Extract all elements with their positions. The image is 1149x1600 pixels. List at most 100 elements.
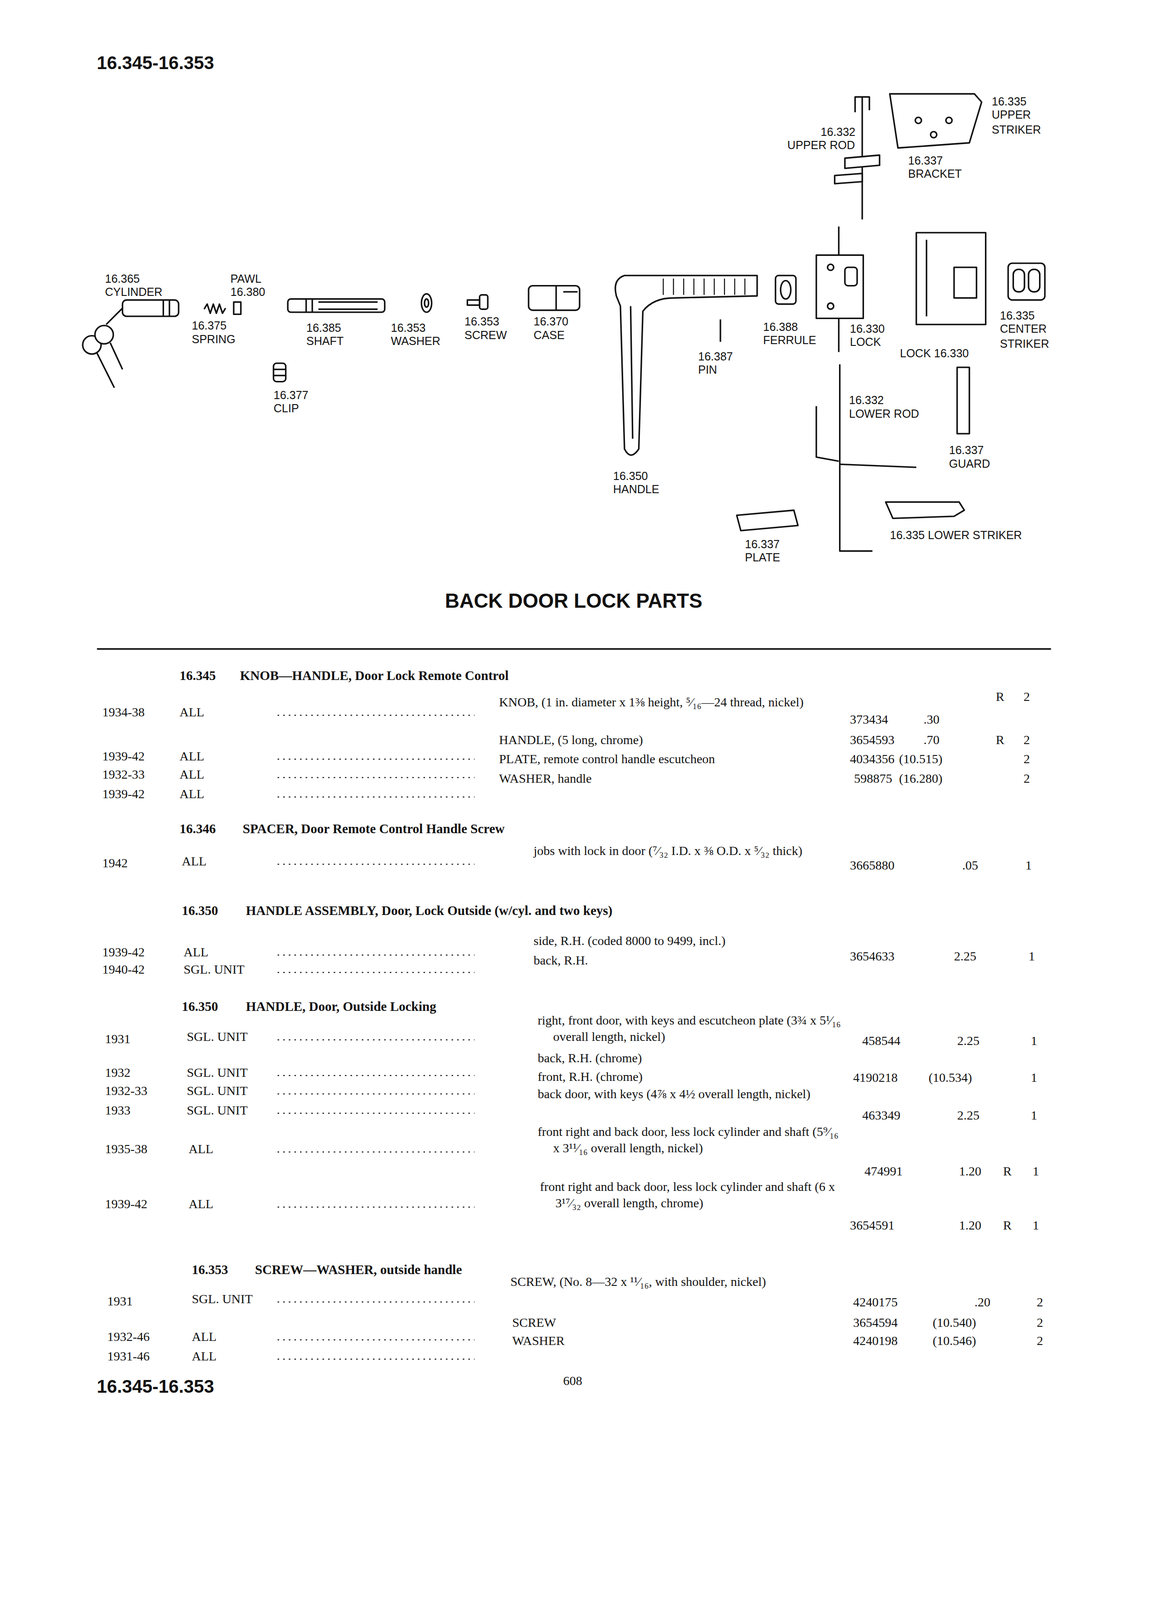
- table-description: front, R.H. (chrome): [537, 1068, 845, 1085]
- table-cell: R: [1003, 1217, 1012, 1234]
- section-heading: SCREW—WASHER, outside handle: [254, 1261, 462, 1279]
- table-cell: .05: [962, 857, 979, 874]
- table-cell: SGL. UNIT: [186, 1064, 248, 1081]
- callout-label: CLIP: [273, 400, 300, 416]
- table-cell: 4190218: [853, 1069, 898, 1086]
- table-cell: R: [1003, 1163, 1012, 1180]
- table-cell: SGL. UNIT: [186, 1102, 248, 1119]
- table-description: back, R.H. (chrome): [537, 1049, 845, 1067]
- table-description: SCREW: [512, 1314, 839, 1331]
- table-cell: SGL. UNIT: [191, 1290, 253, 1308]
- page-number: 608: [563, 1372, 583, 1389]
- callout-label: 16.387: [698, 349, 733, 365]
- table-cell: R: [995, 688, 1005, 705]
- callout-label: UPPER ROD: [732, 137, 855, 153]
- table-cell: 1932-46: [107, 1328, 150, 1345]
- table-cell: 2: [1036, 1293, 1044, 1311]
- table-cell: .20: [974, 1293, 991, 1311]
- table-cell: 2: [1023, 770, 1030, 787]
- callout-label: 16.337: [949, 442, 984, 458]
- section-heading: HANDLE ASSEMBLY, Door, Lock Outside (w/c…: [245, 902, 613, 920]
- table-description: front right and back door, less lock cyl…: [537, 1123, 845, 1157]
- table-cell: (10.546): [932, 1332, 977, 1349]
- table-cell: 2: [1023, 750, 1030, 768]
- callout-label: 16.335: [999, 308, 1035, 324]
- table-cell: 1: [1032, 1217, 1040, 1234]
- table-cell: 1932-33: [102, 766, 145, 783]
- callout-label: 16.375: [191, 318, 227, 334]
- table-cell: 2.25: [957, 1032, 980, 1050]
- table-description: front right and back door, less lock cyl…: [539, 1178, 845, 1212]
- callout-label: 16.332: [773, 124, 856, 140]
- callout-label: 16.377: [273, 387, 309, 403]
- table-cell: 1939-42: [102, 785, 145, 803]
- callout-label: 16.353: [464, 314, 500, 330]
- section-heading: KNOB—HANDLE, Door Lock Remote Control: [239, 667, 509, 685]
- callout-label: 16.385: [306, 320, 341, 336]
- table-cell: ALL: [179, 766, 205, 783]
- table-cell: 1931: [104, 1030, 131, 1048]
- callout-label: SPRING: [191, 331, 236, 347]
- callout-label: 16.332: [849, 392, 884, 408]
- table-cell: ALL: [191, 1328, 217, 1345]
- table-description: WASHER, handle: [499, 770, 845, 787]
- table-cell: .70: [923, 731, 940, 749]
- page-title: BACK DOOR LOCK PARTS: [444, 587, 703, 614]
- table-cell: ALL: [188, 1195, 214, 1213]
- callout-label: FERRULE: [763, 332, 817, 348]
- table-cell: ALL: [191, 1348, 217, 1365]
- table-cell: (10.540): [932, 1314, 977, 1331]
- table-cell: 1: [1025, 857, 1032, 874]
- table-cell: ALL: [181, 853, 207, 870]
- callout-label: BRACKET: [908, 166, 962, 182]
- section-heading: 16.353: [191, 1261, 229, 1279]
- table-cell: 2.25: [957, 1107, 980, 1124]
- table-cell: 4240198: [853, 1332, 898, 1349]
- callout-label: UPPER STRIKER: [991, 107, 1055, 137]
- table-cell: 1934-38: [102, 704, 145, 721]
- table-cell: 1: [1030, 1032, 1038, 1050]
- table-cell: (16.280): [899, 770, 943, 787]
- page-header: 16.345-16.353: [96, 50, 215, 75]
- table-cell: 1935-38: [104, 1140, 148, 1158]
- table-description: back door, with keys (4⅞ x 4½ overall le…: [537, 1085, 845, 1103]
- table-cell: 4240175: [853, 1293, 898, 1311]
- table-description: WASHER: [512, 1332, 839, 1349]
- table-cell: R: [995, 731, 1005, 749]
- table-cell: (10.515): [899, 750, 943, 768]
- section-heading: SPACER, Door Remote Control Handle Screw: [242, 820, 505, 838]
- callout-label: LOCK: [849, 334, 881, 350]
- callout-label: 16.337: [908, 153, 943, 169]
- table-description: PLATE, remote control handle escutcheon: [499, 750, 845, 768]
- table-description: right, front door, with keys and escutch…: [537, 1012, 845, 1046]
- callout-label: CASE: [533, 327, 565, 343]
- page-header: 16.345-16.353: [96, 1374, 215, 1399]
- table-cell: 1939-42: [102, 748, 145, 765]
- table-cell: 373434: [849, 711, 889, 728]
- table-cell: 1932-33: [104, 1082, 148, 1100]
- table-cell: 1931: [107, 1293, 133, 1310]
- table-cell: ALL: [183, 944, 209, 961]
- callout-label: SCREW: [464, 327, 507, 343]
- table-description: side, R.H. (coded 8000 to 9499, incl.): [533, 932, 842, 950]
- table-cell: 474991: [864, 1163, 903, 1180]
- table-cell: 598875: [854, 770, 893, 787]
- table-cell: 3654593: [849, 731, 895, 749]
- table-cell: 1: [1030, 1069, 1038, 1086]
- table-cell: SGL. UNIT: [186, 1082, 248, 1100]
- table-cell: 2: [1023, 731, 1030, 749]
- callout-label: 16.365: [104, 271, 140, 287]
- callout-label: HANDLE: [613, 481, 660, 497]
- table-cell: 3654633: [849, 948, 895, 965]
- table-cell: 1933: [104, 1102, 131, 1119]
- table-cell: 1: [1032, 1163, 1040, 1180]
- section-heading: 16.345: [179, 667, 216, 685]
- table-cell: 1942: [102, 854, 128, 872]
- table-cell: ALL: [179, 748, 205, 765]
- table-description: SCREW, (No. 8—32 x ¹¹⁄₁₆, with shoulder,…: [510, 1273, 845, 1290]
- callout-label: 16.350: [613, 468, 648, 484]
- table-cell: 3665880: [849, 857, 895, 874]
- callout-label: CENTER STRIKER: [999, 321, 1064, 351]
- callout-label: 16.330: [849, 321, 885, 337]
- callout-label: PIN: [698, 362, 718, 378]
